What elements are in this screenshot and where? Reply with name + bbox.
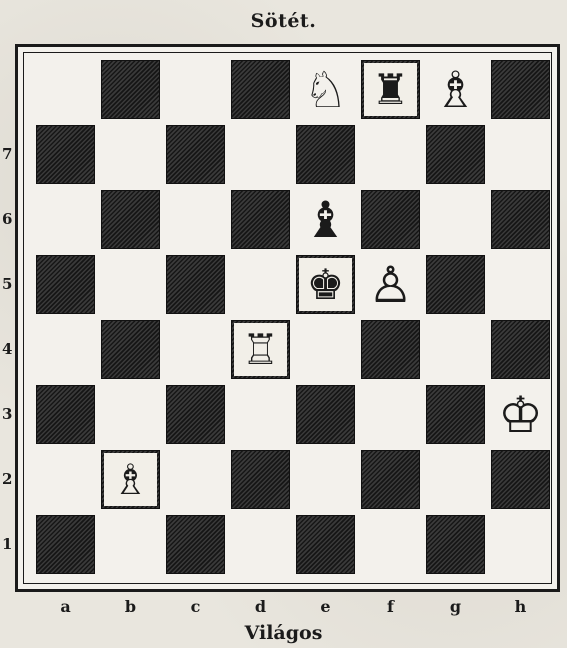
file-label-f: f (358, 597, 423, 616)
square-d5[interactable] (228, 252, 293, 317)
file-label-g: g (423, 597, 488, 616)
square-f1[interactable] (358, 512, 423, 577)
square-h1[interactable] (488, 512, 553, 577)
file-label-b: b (98, 597, 163, 616)
chess-board: ♘♜♗♝♚♙♖♔♗ (33, 57, 553, 577)
square-e1[interactable] (293, 512, 358, 577)
rank-label-5: 5 (2, 275, 14, 293)
square-a8[interactable] (33, 57, 98, 122)
black-bishop-icon[interactable]: ♝ (293, 187, 358, 252)
square-e6[interactable]: ♝ (293, 187, 358, 252)
rank-label-3: 3 (2, 405, 14, 423)
square-b6[interactable] (98, 187, 163, 252)
square-e5[interactable]: ♚ (293, 252, 358, 317)
square-c1[interactable] (163, 512, 228, 577)
square-e3[interactable] (293, 382, 358, 447)
square-g6[interactable] (423, 187, 488, 252)
square-b3[interactable] (98, 382, 163, 447)
square-e8[interactable]: ♘ (293, 57, 358, 122)
file-label-d: d (228, 597, 293, 616)
square-d1[interactable] (228, 512, 293, 577)
square-a5[interactable] (33, 252, 98, 317)
rank-label-6: 6 (2, 210, 14, 228)
square-b4[interactable] (98, 317, 163, 382)
square-a7[interactable] (33, 122, 98, 187)
square-d6[interactable] (228, 187, 293, 252)
square-c5[interactable] (163, 252, 228, 317)
square-g4[interactable] (423, 317, 488, 382)
square-h2[interactable] (488, 447, 553, 512)
rank-label-4: 4 (2, 340, 14, 358)
square-g2[interactable] (423, 447, 488, 512)
square-g7[interactable] (423, 122, 488, 187)
square-g1[interactable] (423, 512, 488, 577)
rank-label-7: 7 (2, 145, 14, 163)
file-label-e: e (293, 597, 358, 616)
square-c6[interactable] (163, 187, 228, 252)
white-rook-icon[interactable]: ♖ (234, 323, 287, 376)
file-label-a: a (33, 597, 98, 616)
square-e7[interactable] (293, 122, 358, 187)
square-g5[interactable] (423, 252, 488, 317)
square-f3[interactable] (358, 382, 423, 447)
rank-label-1: 1 (2, 535, 14, 553)
square-a2[interactable] (33, 447, 98, 512)
square-f2[interactable] (358, 447, 423, 512)
square-c8[interactable] (163, 57, 228, 122)
file-label-h: h (488, 597, 553, 616)
square-c4[interactable] (163, 317, 228, 382)
square-c2[interactable] (163, 447, 228, 512)
square-a1[interactable] (33, 512, 98, 577)
square-f5[interactable]: ♙ (358, 252, 423, 317)
square-f4[interactable] (358, 317, 423, 382)
white-side-title: Világos (0, 622, 567, 644)
square-f8[interactable]: ♜ (358, 57, 423, 122)
square-d3[interactable] (228, 382, 293, 447)
square-e4[interactable] (293, 317, 358, 382)
square-g3[interactable] (423, 382, 488, 447)
square-h3[interactable]: ♔ (488, 382, 553, 447)
square-h6[interactable] (488, 187, 553, 252)
square-h8[interactable] (488, 57, 553, 122)
square-e2[interactable] (293, 447, 358, 512)
square-c3[interactable] (163, 382, 228, 447)
black-king-icon[interactable]: ♚ (299, 258, 352, 311)
square-h4[interactable] (488, 317, 553, 382)
rank-label-2: 2 (2, 470, 14, 488)
square-d8[interactable] (228, 57, 293, 122)
square-b2[interactable]: ♗ (98, 447, 163, 512)
square-g8[interactable]: ♗ (423, 57, 488, 122)
square-a6[interactable] (33, 187, 98, 252)
square-c7[interactable] (163, 122, 228, 187)
black-side-title: Sötét. (0, 10, 567, 32)
square-f7[interactable] (358, 122, 423, 187)
square-a3[interactable] (33, 382, 98, 447)
square-b5[interactable] (98, 252, 163, 317)
file-label-c: c (163, 597, 228, 616)
square-b7[interactable] (98, 122, 163, 187)
black-rook-icon[interactable]: ♜ (364, 63, 417, 116)
square-f6[interactable] (358, 187, 423, 252)
white-pawn-icon[interactable]: ♙ (358, 252, 423, 317)
white-bishop-icon[interactable]: ♗ (104, 453, 157, 506)
square-a4[interactable] (33, 317, 98, 382)
white-knight-icon[interactable]: ♘ (293, 57, 358, 122)
square-h7[interactable] (488, 122, 553, 187)
white-king-icon[interactable]: ♔ (488, 382, 553, 447)
square-h5[interactable] (488, 252, 553, 317)
square-d2[interactable] (228, 447, 293, 512)
white-bishop-icon[interactable]: ♗ (423, 57, 488, 122)
square-b8[interactable] (98, 57, 163, 122)
square-b1[interactable] (98, 512, 163, 577)
square-d4[interactable]: ♖ (228, 317, 293, 382)
square-d7[interactable] (228, 122, 293, 187)
